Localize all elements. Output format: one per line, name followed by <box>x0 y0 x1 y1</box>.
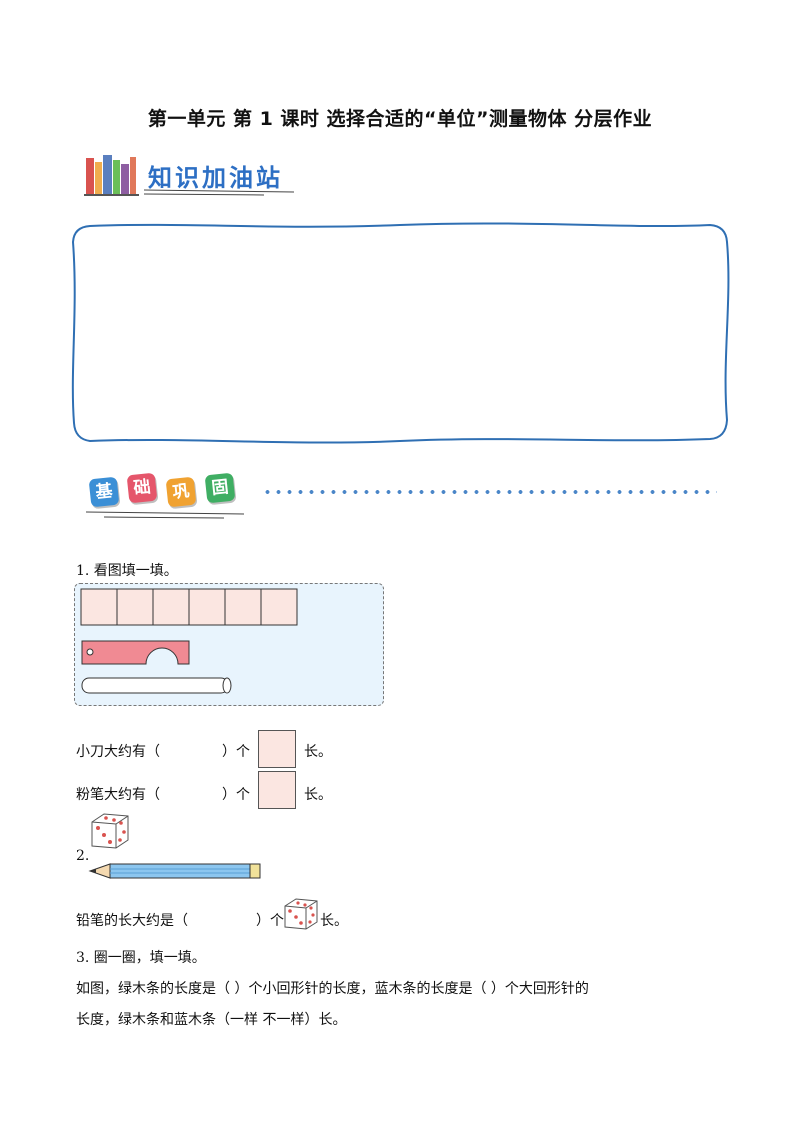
q2-number: 2. <box>76 848 90 864</box>
knife-shape <box>81 640 190 665</box>
q1-line1-before: 小刀大约有（ <box>76 744 160 760</box>
books-icon <box>84 155 139 196</box>
q2-answer[interactable] <box>192 905 256 929</box>
tile-2: 础 <box>126 472 158 504</box>
tile-3: 巩 <box>165 476 197 508</box>
q1-answer-knife[interactable] <box>160 736 222 760</box>
q1-prompt: 1. 看图填一填。 <box>76 563 178 579</box>
pencil-icon <box>88 863 261 879</box>
q1-unit-square-1 <box>258 730 296 768</box>
q3-prompt: 3. 圈一圈，填一填。 <box>76 950 206 966</box>
section-label-knowledge: 知识加油站 <box>148 164 283 192</box>
dice-icon <box>91 813 129 849</box>
tile-1: 基 <box>88 476 120 508</box>
chalk-shape <box>81 677 232 694</box>
q3-line1: 如图，绿木条的长度是（ ）个小回形针的长度，蓝木条的长度是（ ）个大回形针的 <box>76 981 589 997</box>
q1-line2-after: 长。 <box>304 787 332 803</box>
q1-figure <box>74 583 384 706</box>
q1-line1-mid: ）个 <box>222 744 250 760</box>
q1-answer-chalk[interactable] <box>160 779 222 803</box>
knowledge-box <box>71 222 730 444</box>
q1-line1-after: 长。 <box>304 744 332 760</box>
dotted-divider <box>262 489 717 495</box>
q1-diagram <box>80 588 298 694</box>
basic-consolidation-header: 基 础 巩 固 <box>84 470 264 520</box>
q2-line-after: 长。 <box>320 913 348 929</box>
q1-line2-before: 粉笔大约有（ <box>76 787 160 803</box>
q2-line-before: 铅笔的长大约是（ <box>76 913 188 929</box>
knowledge-station-header <box>84 155 295 196</box>
dice-icon-small <box>284 898 318 930</box>
squares-row <box>80 588 298 626</box>
q2-line-mid: ）个 <box>256 913 284 929</box>
page-title: 第一单元 第 1 课时 选择合适的“单位”测量物体 分层作业 <box>147 108 653 130</box>
q3-line2: 长度，绿木条和蓝木条（一样 不一样）长。 <box>76 1012 347 1028</box>
q1-line2-mid: ）个 <box>222 787 250 803</box>
q1-unit-square-2 <box>258 771 296 809</box>
tile-4: 固 <box>204 472 236 504</box>
